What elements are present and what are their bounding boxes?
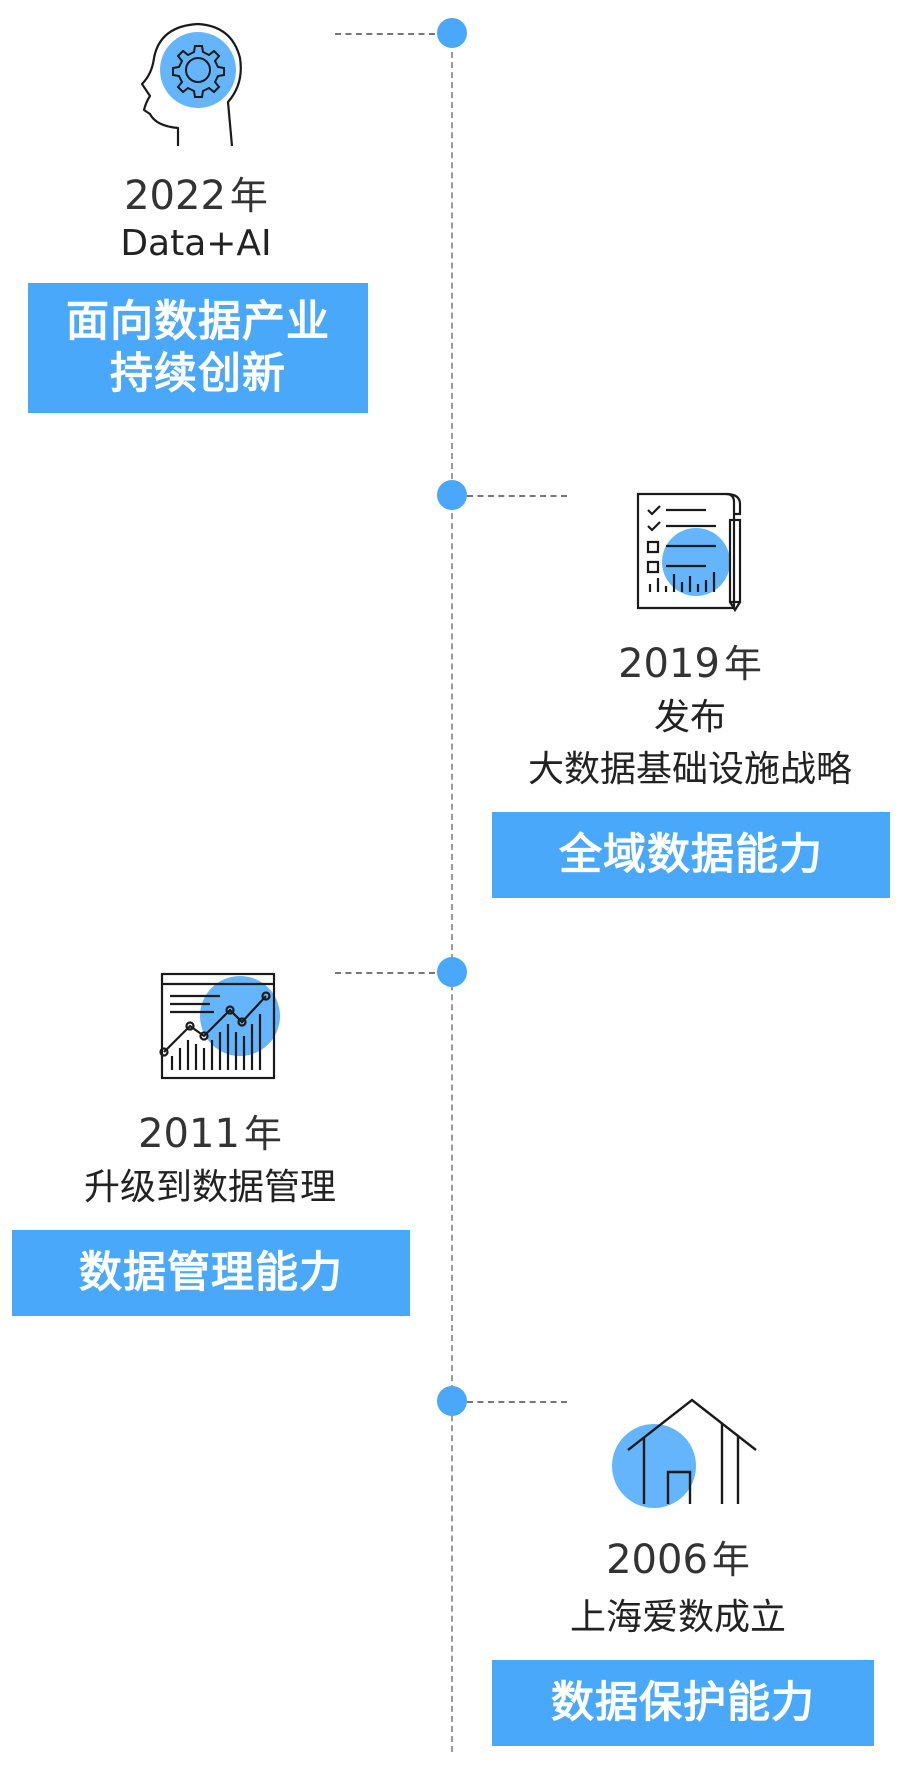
milestone-capability-box: 数据管理能力 [12, 1230, 410, 1316]
milestone-subtitle: 升级到数据管理 [40, 1162, 380, 1214]
subtitle-line: 上海爱数成立 [569, 1597, 786, 1638]
milestone-capability-box: 面向数据产业 持续创新 [28, 283, 368, 413]
house-icon [610, 1398, 760, 1508]
timeline-connector [467, 1401, 567, 1403]
subtitle-line: Data+AI [120, 223, 272, 264]
year-unit: 年 [229, 174, 268, 218]
box-line: 持续创新 [110, 349, 286, 399]
year-unit: 年 [723, 642, 762, 686]
box-line: 全域数据能力 [559, 830, 823, 880]
milestone-capability-box: 数据保护能力 [492, 1660, 874, 1746]
timeline-connector [335, 33, 435, 35]
milestone-subtitle: 上海爱数成立 [508, 1592, 848, 1644]
subtitle-line: 大数据基础设施战略 [527, 749, 852, 790]
milestone-subtitle: 发布 大数据基础设施战略 [505, 692, 875, 796]
timeline-dot [437, 480, 467, 510]
timeline-axis [451, 32, 453, 1752]
year-number: 2006 [606, 1537, 708, 1583]
box-line: 数据管理能力 [79, 1248, 343, 1298]
report-document-icon [630, 490, 750, 614]
box-line: 面向数据产业 [66, 297, 330, 347]
timeline-connector [467, 495, 567, 497]
box-line: 数据保护能力 [551, 1678, 815, 1728]
year-number: 2011 [138, 1111, 240, 1157]
year-unit: 年 [711, 1538, 750, 1582]
head-gear-icon [136, 18, 246, 148]
year-number: 2019 [618, 641, 720, 687]
line-chart-icon [158, 970, 288, 1082]
timeline-dot [437, 1386, 467, 1416]
timeline-connector [335, 972, 435, 974]
subtitle-line: 升级到数据管理 [83, 1167, 336, 1208]
year-number: 2022 [124, 173, 226, 219]
timeline-dot [437, 957, 467, 987]
milestone-subtitle: Data+AI [96, 218, 296, 270]
timeline-dot [437, 18, 467, 48]
subtitle-line: 发布 [653, 697, 726, 738]
milestone-capability-box: 全域数据能力 [492, 812, 890, 898]
year-unit: 年 [243, 1112, 282, 1156]
